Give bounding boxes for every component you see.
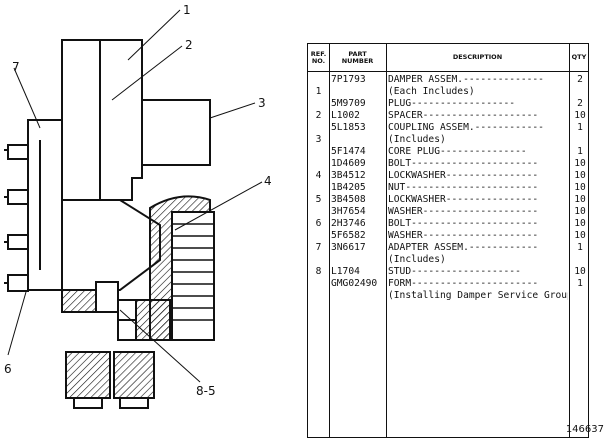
damper-cross-section-drawing <box>4 9 263 409</box>
part-number: 3B4512 <box>331 170 366 181</box>
part-number: L1002 <box>331 110 360 121</box>
table-row: 5F6582 WASHER-------------------- 10 <box>308 230 588 241</box>
ref-no: 2 <box>315 110 322 121</box>
ref-no: 3 <box>315 134 322 145</box>
description: BOLT---------------------- <box>388 158 539 169</box>
header-description: DESCRIPTION <box>452 53 503 61</box>
description: STUD------------------- <box>388 266 521 277</box>
figure-number: 146637 <box>565 424 604 435</box>
quantity: 10 <box>574 194 586 205</box>
description: WASHER-------------------- <box>388 206 539 217</box>
part-number: 5M9709 <box>331 98 366 109</box>
description: NUT----------------------- <box>388 182 539 193</box>
ref-no: 6 <box>315 218 322 229</box>
table-row: 1B4205 NUT----------------------- 10 <box>308 182 588 193</box>
parts-diagram: 1 2 3 4 7 6 8-5 <box>0 0 300 439</box>
description: LOCKWASHER---------------- <box>388 170 539 181</box>
part-number: 5F6582 <box>331 230 366 241</box>
description: CORE PLUG--------------- <box>388 146 527 157</box>
parts-list-table: REF. NO. PART NUMBER DESCRIPTION QTY 7P1… <box>307 43 589 438</box>
ref-no: 4 <box>315 170 322 181</box>
quantity: 2 <box>577 98 583 109</box>
quantity: 10 <box>574 218 586 229</box>
description: SPACER-------------------- <box>388 110 539 121</box>
callout-6: 6 <box>4 362 12 376</box>
part-number: 1D4609 <box>331 158 366 169</box>
quantity: 2 <box>577 74 583 85</box>
description: PLUG------------------ <box>388 98 516 109</box>
column-divider <box>329 44 330 437</box>
part-number: GMG02490 <box>331 278 378 289</box>
description: BOLT---------------------- <box>388 218 539 229</box>
quantity: 1 <box>577 146 583 157</box>
part-number: 5L1853 <box>331 122 366 133</box>
description: LOCKWASHER---------------- <box>388 194 539 205</box>
description: (Each Includes) <box>388 86 475 97</box>
part-number: 5F1474 <box>331 146 366 157</box>
table-row: (Includes) <box>308 254 588 265</box>
ref-no: 7 <box>315 242 322 253</box>
table-row: 6 2H3746 BOLT---------------------- 10 <box>308 218 588 229</box>
callout-3: 3 <box>258 96 266 110</box>
table-row: 7 3N6617 ADAPTER ASSEM.------------ 1 <box>308 242 588 253</box>
description: DAMPER ASSEM.-------------- <box>388 74 544 85</box>
table-row: (Installing Damper Service Group) <box>308 290 588 301</box>
header-ref-no: REF. NO. <box>310 49 327 65</box>
ref-no: 8 <box>315 266 322 277</box>
table-row: 5F1474 CORE PLUG--------------- 1 <box>308 146 588 157</box>
quantity: 10 <box>574 182 586 193</box>
table-row: 8 L1704 STUD------------------- 10 <box>308 266 588 277</box>
quantity: 1 <box>577 242 583 253</box>
description: (Includes) <box>388 134 446 145</box>
table-row: 7P1793 DAMPER ASSEM.-------------- 2 <box>308 74 588 85</box>
table-row: 5M9709 PLUG------------------ 2 <box>308 98 588 109</box>
quantity: 10 <box>574 110 586 121</box>
description: FORM---------------------- <box>388 278 539 289</box>
callout-8-5: 8-5 <box>196 384 216 398</box>
table-row: 1 (Each Includes) <box>308 86 588 97</box>
part-number: 1B4205 <box>331 182 366 193</box>
part-number: 3B4508 <box>331 194 366 205</box>
part-number: 3N6617 <box>331 242 366 253</box>
quantity: 10 <box>574 266 586 277</box>
description: ADAPTER ASSEM.------------ <box>388 242 539 253</box>
table-row: GMG02490 FORM---------------------- 1 <box>308 278 588 289</box>
table-row: 3H7654 WASHER-------------------- 10 <box>308 206 588 217</box>
header-qty: QTY <box>571 53 587 61</box>
quantity: 1 <box>577 278 583 289</box>
quantity: 10 <box>574 170 586 181</box>
callout-2: 2 <box>185 38 193 52</box>
header-part-number: PART NUMBER <box>341 49 374 65</box>
callout-7: 7 <box>12 60 20 74</box>
ref-no: 1 <box>315 86 322 97</box>
part-number: 2H3746 <box>331 218 366 229</box>
column-divider <box>569 44 570 437</box>
table-row: 4 3B4512 LOCKWASHER---------------- 10 <box>308 170 588 181</box>
description: WASHER-------------------- <box>388 230 539 241</box>
description: COUPLING ASSEM.------------ <box>388 122 544 133</box>
table-row: 5 3B4508 LOCKWASHER---------------- 10 <box>308 194 588 205</box>
table-row: 3 (Includes) <box>308 134 588 145</box>
table-header: REF. NO. PART NUMBER DESCRIPTION QTY <box>308 44 588 72</box>
table-row: 2 L1002 SPACER-------------------- 10 <box>308 110 588 121</box>
quantity: 10 <box>574 206 586 217</box>
table-row: 5L1853 COUPLING ASSEM.------------ 1 <box>308 122 588 133</box>
quantity: 1 <box>577 122 583 133</box>
description: (Includes) <box>388 254 446 265</box>
quantity: 10 <box>574 230 586 241</box>
column-divider <box>386 44 387 437</box>
quantity: 10 <box>574 158 586 169</box>
callout-1: 1 <box>183 3 191 17</box>
part-number: 3H7654 <box>331 206 366 217</box>
callout-4: 4 <box>264 174 272 188</box>
description: (Installing Damper Service Group) <box>388 290 568 301</box>
ref-no: 5 <box>315 194 322 205</box>
part-number: L1704 <box>331 266 360 277</box>
part-number: 7P1793 <box>331 74 366 85</box>
table-row: 1D4609 BOLT---------------------- 10 <box>308 158 588 169</box>
